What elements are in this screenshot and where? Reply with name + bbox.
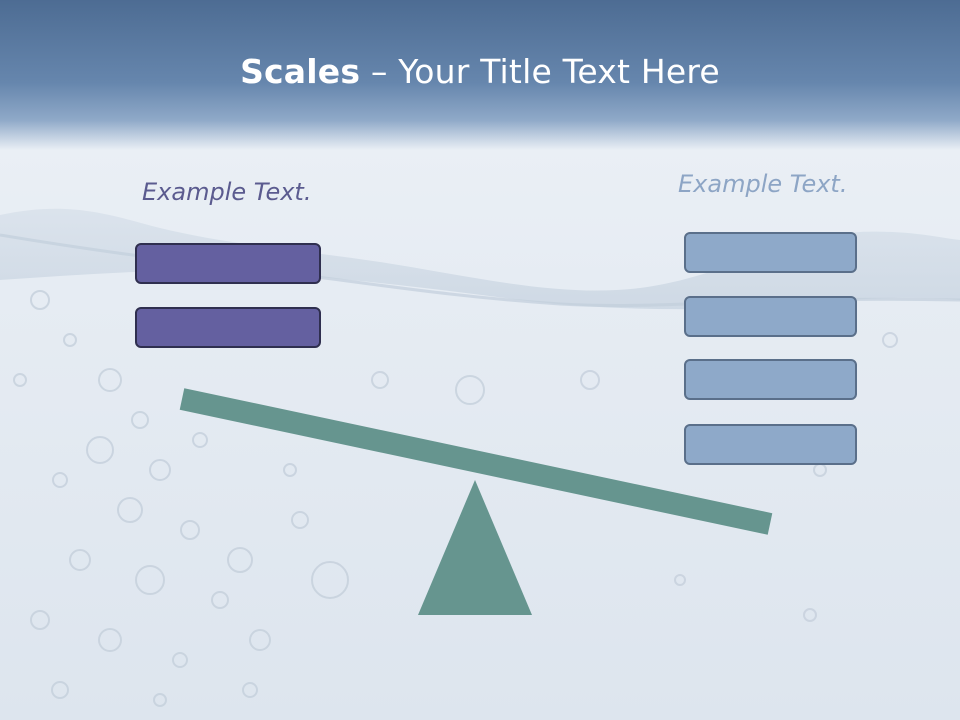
bubble: [882, 332, 898, 348]
bubble: [30, 290, 50, 310]
left-text-box: [135, 243, 321, 284]
title-rest-part: – Your Title Text Here: [360, 52, 720, 91]
bubble: [63, 333, 77, 347]
bubble: [51, 681, 69, 699]
bubble: [117, 497, 143, 523]
bubble: [135, 565, 165, 595]
slide-title: Scales – Your Title Text Here: [0, 52, 960, 91]
bubble: [580, 370, 600, 390]
right-text-box: [684, 424, 857, 465]
water-wave: [0, 208, 960, 310]
bubble: [803, 608, 817, 622]
bubble: [311, 561, 349, 599]
bubble: [291, 511, 309, 529]
bubble: [69, 549, 91, 571]
bubble: [192, 432, 208, 448]
bubble: [131, 411, 149, 429]
bubble: [149, 459, 171, 481]
bubble: [674, 574, 686, 586]
bubble: [455, 375, 485, 405]
right-label: Example Text.: [678, 170, 848, 198]
bubble: [211, 591, 229, 609]
bubble: [86, 436, 114, 464]
right-text-box: [684, 232, 857, 273]
right-text-box: [684, 359, 857, 400]
bubble: [98, 368, 122, 392]
bubble: [98, 628, 122, 652]
bubble: [153, 693, 167, 707]
bubble: [371, 371, 389, 389]
fulcrum-icon: [418, 480, 532, 615]
title-band: [0, 0, 960, 150]
bubble: [283, 463, 297, 477]
left-label: Example Text.: [142, 178, 312, 206]
bubble: [180, 520, 200, 540]
title-bold-part: Scales: [240, 52, 361, 91]
bubble: [30, 610, 50, 630]
left-text-box: [135, 307, 321, 348]
bubble: [249, 629, 271, 651]
bubble: [52, 472, 68, 488]
bubble: [227, 547, 253, 573]
bubble: [13, 373, 27, 387]
bubble: [242, 682, 258, 698]
bubble: [172, 652, 188, 668]
right-text-box: [684, 296, 857, 337]
beam-icon: [179, 388, 773, 535]
